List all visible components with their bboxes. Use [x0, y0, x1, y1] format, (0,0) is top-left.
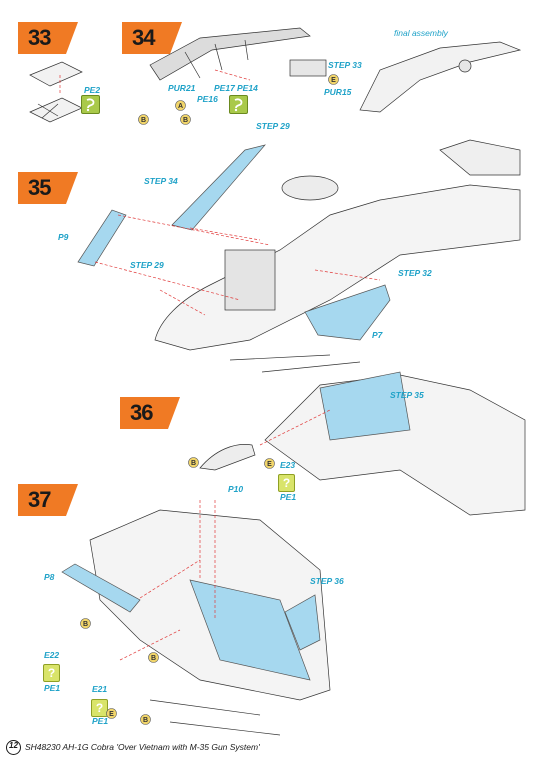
p7-label: P7: [372, 330, 383, 340]
step-33-number: 33: [28, 25, 52, 50]
svg-text:B: B: [143, 717, 148, 724]
step-35-helicopter-drawing: [154, 139, 521, 373]
step32-label: STEP 32: [398, 268, 432, 278]
pe1-label-a: PE1: [280, 492, 297, 502]
glue-b-icon: B: [138, 112, 149, 125]
photoetch-help-icon: ?: [91, 699, 108, 717]
step-36-badge: 36: [120, 397, 180, 429]
step-34-canopy-drawing: [149, 27, 327, 81]
page-footer: 12 SH48230 AH-1G Cobra 'Over Vietnam with…: [6, 740, 260, 755]
step29-label-b: STEP 29: [130, 260, 164, 270]
p10-label: P10: [228, 484, 244, 494]
glue-b-icon: B: [148, 650, 159, 663]
svg-text:B: B: [83, 621, 88, 628]
step-34-number: 34: [132, 25, 156, 50]
photoetch-help-icon: ?: [43, 664, 60, 682]
svg-text:A: A: [178, 103, 183, 110]
glue-b-icon: B: [140, 712, 151, 725]
glue-b-icon: B: [188, 455, 199, 468]
pur21-label: PUR21: [168, 83, 196, 93]
step-37-number: 37: [28, 487, 52, 512]
pe1-label-b: PE1: [44, 683, 61, 693]
final-assembly-label: final assembly: [394, 28, 448, 38]
svg-text:B: B: [151, 655, 156, 662]
p8-label: P8: [44, 572, 55, 582]
e23-label: E23: [280, 460, 296, 470]
step-37-badge: 37: [18, 484, 78, 516]
step29-label-a: STEP 29: [256, 121, 290, 131]
step33-label: STEP 33: [328, 60, 362, 70]
svg-text:E: E: [331, 77, 336, 84]
p9-canopy-part: [77, 209, 127, 267]
svg-text:E: E: [109, 711, 114, 718]
glue-b-icon: B: [80, 616, 91, 629]
photoetch-help-icon: ?: [278, 474, 295, 492]
step-33-badge: 33: [18, 22, 78, 54]
pur15-label: PUR15: [324, 87, 352, 97]
svg-text:B: B: [183, 117, 188, 124]
e22-label: E22: [44, 650, 60, 660]
p9-label: P9: [58, 232, 69, 242]
step-36-number: 36: [130, 400, 154, 425]
pe2-label: PE2: [84, 85, 101, 95]
glue-e-icon: E: [106, 706, 117, 719]
step-35-badge: 35: [18, 172, 78, 204]
e21-label: E21: [92, 684, 108, 694]
step36-label: STEP 36: [310, 576, 344, 586]
glue-b-icon: B: [180, 112, 191, 125]
p8-canopy-part: [61, 563, 141, 613]
pe17-label: PE17: [214, 83, 235, 93]
pe1-label-c: PE1: [92, 716, 109, 726]
pe14-label: PE14: [237, 83, 258, 93]
svg-text:E: E: [267, 461, 272, 468]
glue-e-icon: E: [264, 456, 275, 469]
pe16-label: PE16: [197, 94, 218, 104]
glue-a-icon: A: [175, 98, 186, 111]
svg-text:B: B: [191, 460, 196, 467]
glue-e-icon: E: [328, 72, 339, 85]
p7-canopy-part: [304, 284, 391, 341]
step-33-part-drawing: [29, 61, 83, 123]
step35-label: STEP 35: [390, 390, 424, 400]
footer-title: SH48230 AH-1G Cobra 'Over Vietnam with M…: [25, 741, 260, 752]
photoetch-icon: [81, 95, 100, 114]
step-34-badge: 34: [122, 22, 182, 54]
step-37-helicopter-drawing: [61, 509, 331, 736]
step34-canopy-assembly: [171, 144, 266, 231]
page-number: 12: [6, 740, 21, 755]
svg-text:B: B: [141, 117, 146, 124]
step-35-number: 35: [28, 175, 52, 200]
final-assembly-drawing: [359, 41, 522, 113]
photoetch-icon: [229, 95, 248, 114]
step34-label: STEP 34: [144, 176, 178, 186]
step-36-helicopter-drawing: [199, 371, 526, 516]
